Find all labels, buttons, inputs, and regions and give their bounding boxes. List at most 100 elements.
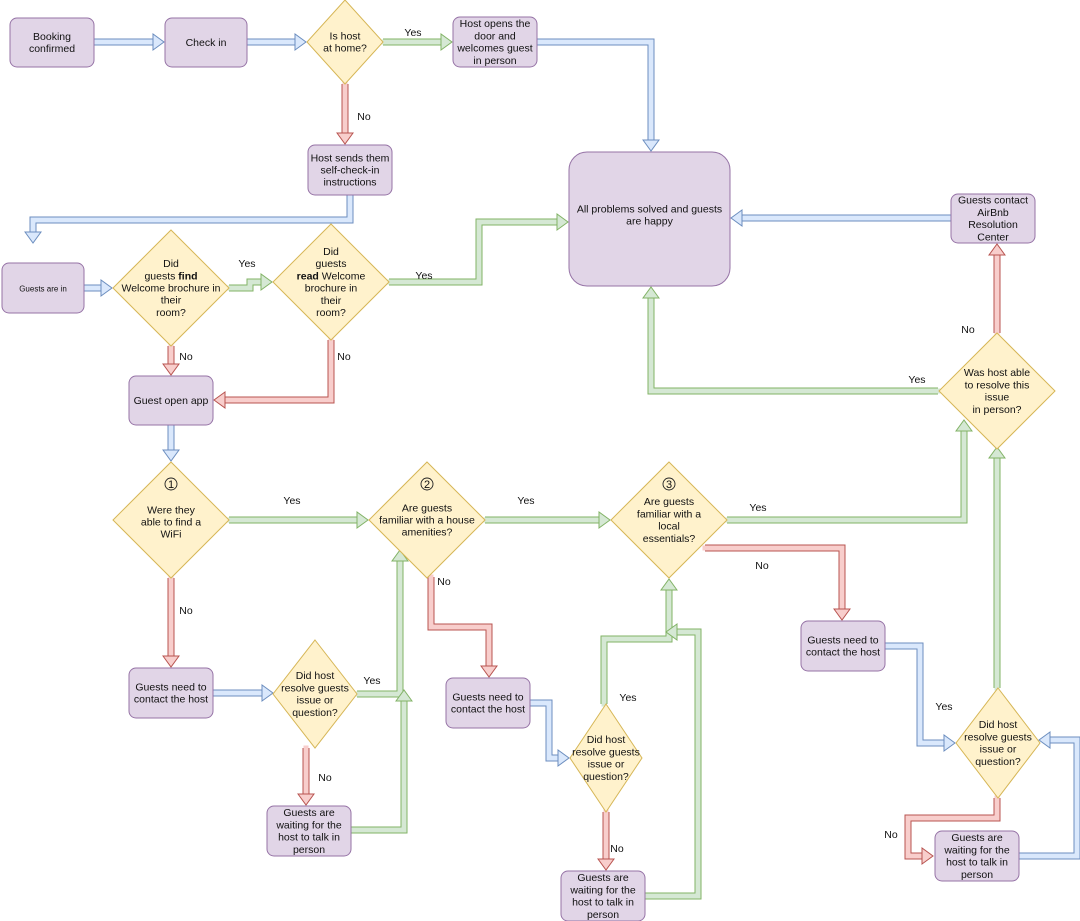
edge-21-red: [427, 574, 498, 678]
node-text: Guests are: [283, 807, 335, 819]
step-number-badge: 3: [662, 477, 676, 491]
edge-17-blue: [210, 684, 274, 702]
node-text: Welcome brochure in: [121, 283, 220, 295]
node-text: issue or: [297, 695, 334, 707]
edge-label-no: No: [755, 560, 769, 572]
edge-30-red: [904, 795, 1001, 865]
edge-label-yes: Yes: [908, 374, 925, 386]
node-text: resolve guests: [281, 682, 349, 694]
edge-label-yes: Yes: [415, 270, 432, 282]
node-text: Guests need to: [452, 691, 523, 703]
node-text: to resolve this: [965, 379, 1030, 391]
node-text: Host opens the: [460, 18, 531, 30]
edge-16-green: [724, 419, 973, 524]
node-text: All problems solved and guests: [577, 203, 722, 215]
edge-label-yes: Yes: [619, 692, 636, 704]
node-text: host to talk in: [946, 857, 1008, 869]
edge-23-green: [600, 578, 678, 707]
edge-22-blue: [527, 699, 570, 767]
node-text: resolve guests: [964, 731, 1032, 743]
edge-20-green: [348, 689, 413, 834]
edge-33-blue: [730, 209, 954, 227]
node-text: Did host: [587, 734, 626, 746]
node-text: their: [161, 295, 182, 307]
edge-8-green: [226, 273, 273, 292]
node-text: waiting for the: [569, 884, 636, 896]
node-text: essentials?: [643, 533, 696, 545]
node-text: Is host: [330, 30, 361, 42]
edge-29-blue: [1016, 731, 1080, 860]
edge-19-red: [297, 745, 315, 806]
node-text: Are guests: [644, 496, 694, 508]
edge-label-yes: Yes: [363, 675, 380, 687]
edge-31-red: [988, 243, 1006, 336]
node-text: door and: [474, 30, 516, 42]
edge-2-blue: [244, 33, 307, 51]
edge-3-green: [380, 33, 453, 51]
node-text: welcomes guest: [456, 43, 532, 55]
node-text: Guests need to: [807, 634, 878, 646]
node-text: Guests are: [951, 832, 1003, 844]
edge-label-no: No: [884, 829, 898, 841]
edge-14-green: [482, 511, 611, 529]
node-text: at home?: [323, 43, 367, 55]
node-text: host to talk in: [278, 832, 340, 844]
node-text: WiFi: [161, 529, 182, 541]
edge-32-green: [642, 286, 941, 395]
node-text: room?: [156, 307, 186, 319]
node-text: AirBnb: [977, 207, 1009, 219]
node-text: person: [587, 909, 619, 921]
node-text: contact the host: [134, 694, 208, 706]
edge-7-blue: [81, 279, 113, 297]
node-text: waiting for the: [943, 844, 1010, 856]
node-text: local: [658, 521, 680, 533]
node-text: confirmed: [29, 43, 75, 55]
node-text: Did host: [979, 719, 1018, 731]
node-text: Did host: [296, 670, 335, 682]
node-open-app: Guest open app: [128, 375, 214, 426]
node-text: Check in: [186, 37, 227, 49]
node-text: Guests are in: [19, 285, 67, 294]
edge-18-green: [354, 549, 409, 698]
node-text: Host sends them: [311, 152, 390, 164]
svg-text:1: 1: [168, 479, 174, 491]
node-text: able to find a: [141, 517, 201, 529]
node-text: waiting for the: [275, 819, 342, 831]
node-text: amenities?: [402, 527, 453, 539]
node-text: Guests are: [577, 872, 629, 884]
node-checkin: Check in: [164, 17, 248, 68]
edge-label-no: No: [318, 772, 332, 784]
svg-text:2: 2: [424, 479, 430, 491]
edge-6-blue: [24, 192, 354, 244]
node-text: Guest open app: [134, 395, 209, 407]
edge-label-yes: Yes: [283, 495, 300, 507]
node-text: question?: [975, 756, 1021, 768]
edge-26-red: [702, 544, 851, 621]
node-text: instructions: [323, 177, 376, 189]
node-text: Resolution: [968, 219, 1018, 231]
node-text: Guests contact: [958, 195, 1028, 207]
node-text: Are guests: [402, 502, 452, 514]
edge-label-yes: Yes: [238, 258, 255, 270]
node-text: familiar with a: [637, 508, 701, 520]
edge-1-blue: [91, 33, 165, 51]
node-text: Booking: [33, 31, 71, 43]
node-text: person: [293, 844, 325, 856]
